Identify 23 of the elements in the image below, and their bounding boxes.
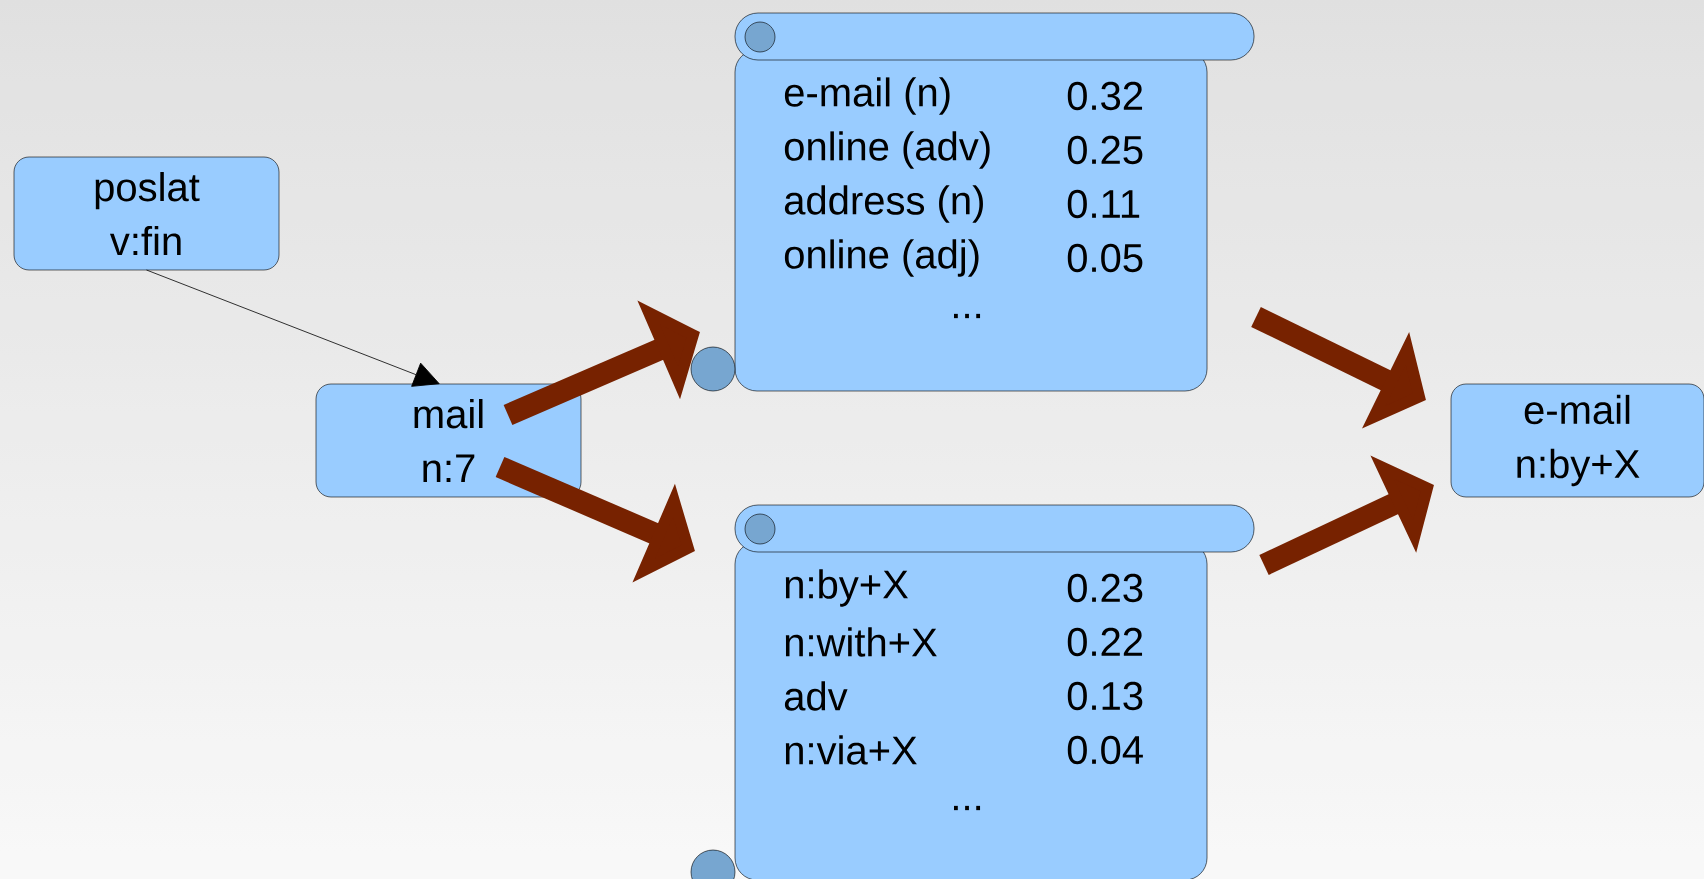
term-label: address (n)	[784, 185, 983, 223]
ellipsis: ...	[954, 805, 981, 811]
probability-value: 0.25	[1067, 135, 1143, 165]
term-label: n:via+X	[785, 735, 917, 765]
node-box: e-mail n:by+X	[1450, 383, 1704, 498]
probability-value: 0.11	[1067, 189, 1140, 219]
probability-value: 0.23	[1067, 573, 1143, 603]
term-label: e-mail (n)	[784, 77, 950, 115]
probability-value: 0.05	[1067, 243, 1143, 273]
probability-value: 0.04	[1067, 735, 1143, 765]
term-label: n:by+X	[785, 569, 908, 607]
ellipsis: ...	[954, 313, 981, 319]
node-box: poslat v:fin	[13, 156, 280, 271]
scroll-shape	[690, 504, 1255, 879]
scroll-shape	[690, 12, 1255, 392]
probability-value: 0.13	[1067, 681, 1143, 711]
probability-value: 0.32	[1067, 81, 1143, 111]
term-label: n:with+X	[785, 627, 937, 657]
term-label: online (adj)	[784, 239, 979, 277]
term-label: adv	[784, 681, 848, 711]
term-label: online (adv)	[784, 131, 990, 169]
arrow	[146, 269, 440, 387]
probability-value: 0.22	[1067, 627, 1143, 657]
